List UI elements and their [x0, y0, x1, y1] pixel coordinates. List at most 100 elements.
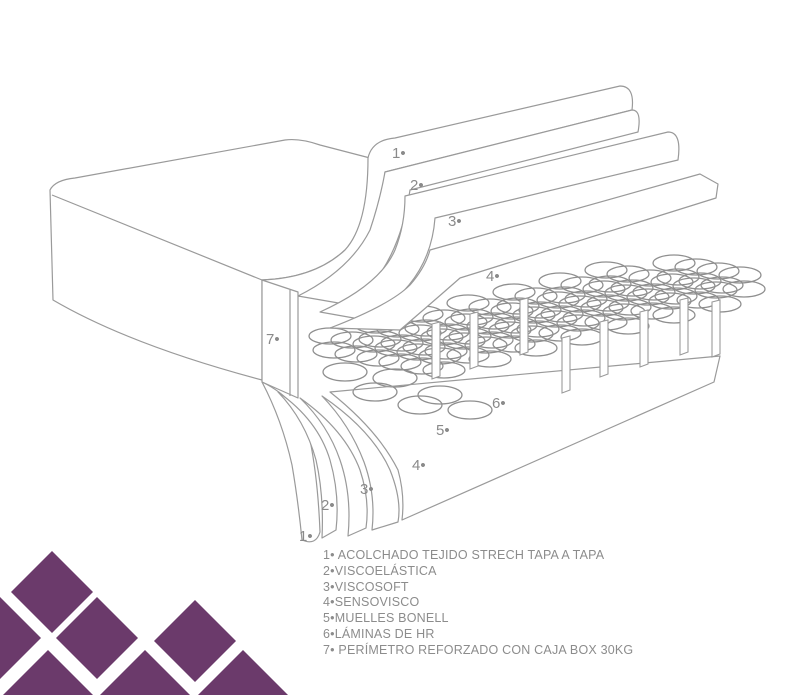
- spring-coil: [397, 395, 443, 415]
- legend-item-3: 3•VISCOSOFT: [323, 579, 409, 594]
- spring-coil: [398, 324, 442, 342]
- hr-slat: [679, 297, 689, 356]
- front-layer-4-side-shape: [321, 395, 400, 531]
- spring-coil: [652, 306, 696, 324]
- spring-coil: [648, 292, 692, 310]
- callout-3-top: 3•: [448, 213, 462, 230]
- hr-slat: [599, 319, 609, 378]
- layer-4-top-shape: [329, 173, 719, 331]
- spring-coil: [400, 357, 444, 375]
- spring-coil: [672, 277, 716, 295]
- spring-coil: [372, 368, 418, 388]
- diamond-shape: [100, 650, 190, 695]
- spring-coil: [466, 317, 510, 335]
- spring-coil: [534, 310, 578, 328]
- callout-1-bottom: 1•: [299, 528, 313, 545]
- callout-4-bottom: 4•: [412, 457, 426, 474]
- front-layer-4-shape: [329, 355, 721, 521]
- spring-coil: [514, 339, 558, 357]
- spring-coil: [510, 325, 554, 343]
- callout-2-bottom: 2•: [321, 497, 335, 514]
- spring-coil: [422, 309, 466, 327]
- hr-slat: [561, 335, 571, 394]
- mattress-outline: [49, 85, 721, 543]
- spring-coil: [514, 287, 558, 305]
- spring-coil: [447, 400, 493, 420]
- hr-slat: [639, 309, 649, 368]
- spring-coil: [312, 341, 356, 359]
- spring-coil: [722, 280, 766, 298]
- diamond-shape: [198, 650, 288, 695]
- spring-coil: [352, 335, 396, 353]
- spring-coil: [694, 281, 738, 299]
- legend-item-1: 1• ACOLCHADO TEJIDO STRECH TAPA A TAPA: [323, 548, 605, 562]
- callout-labels: 1• 2• 3• 4• 6• 5• 4• 3• 2• 1• 7•: [266, 145, 506, 545]
- spring-coil: [538, 272, 582, 290]
- decorative-diamonds: [0, 551, 288, 695]
- spring-coil: [492, 283, 536, 301]
- spring-coil: [606, 265, 650, 283]
- spring-coil: [468, 350, 512, 368]
- diamond-shape: [11, 551, 93, 633]
- front-layer-2-shape: [277, 391, 338, 539]
- spring-coil: [444, 313, 488, 331]
- legend-item-6: 6•LÁMINAS DE HR: [323, 626, 435, 641]
- spring-coil: [604, 284, 648, 302]
- spring-coil: [652, 254, 696, 272]
- spring-coil: [468, 298, 512, 316]
- spring-coil: [330, 331, 374, 349]
- spring-coil: [356, 349, 400, 367]
- legend-item-7: 7• PERÍMETRO REFORZADO CON CAJA BOX 30KG: [323, 642, 634, 657]
- box-edge-shape: [261, 279, 299, 399]
- legend-list: 1• ACOLCHADO TEJIDO STRECH TAPA A TAPA 2…: [323, 548, 633, 659]
- spring-coil: [488, 321, 532, 339]
- callout-3-bottom: 3•: [360, 481, 374, 498]
- spring-coil: [417, 385, 463, 405]
- callout-2-top: 2•: [410, 177, 424, 194]
- hr-slat: [469, 311, 479, 370]
- hr-slat: [431, 321, 441, 380]
- spring-coil: [560, 276, 604, 294]
- legend-item-2: 2•VISCOELÁSTICA: [323, 563, 437, 578]
- spring-coil: [464, 336, 508, 354]
- spring-coil: [446, 294, 490, 312]
- spring-coil: [626, 288, 670, 306]
- spring-coil: [650, 273, 694, 291]
- spring-coil: [630, 302, 674, 320]
- spring-coil: [442, 332, 486, 350]
- spring-coil: [490, 302, 534, 320]
- spring-coil: [378, 353, 422, 371]
- spring-coil: [322, 362, 368, 382]
- hr-slats: [431, 297, 721, 394]
- spring-coil: [628, 269, 672, 287]
- diamond-shape: [3, 650, 93, 695]
- spring-coil: [352, 382, 398, 402]
- callout-4-top: 4•: [486, 268, 500, 285]
- spring-coil: [696, 262, 740, 280]
- spring-coil: [580, 299, 624, 317]
- callout-5: 5•: [436, 422, 450, 439]
- legend-item-5: 5•MUELLES BONELL: [323, 611, 449, 626]
- diamond-shape: [56, 597, 138, 679]
- front-layer-3-shape: [299, 397, 368, 537]
- spring-coil: [718, 266, 762, 284]
- callout-7: 7•: [266, 331, 280, 348]
- callout-1-top: 1•: [392, 145, 406, 162]
- diamond-shape: [0, 597, 41, 679]
- spring-coil: [538, 324, 582, 342]
- spring-coil: [674, 258, 718, 276]
- spring-coil: [446, 346, 490, 364]
- callout-6: 6•: [492, 395, 506, 412]
- spring-coil: [374, 339, 418, 357]
- spring-coil: [536, 291, 580, 309]
- spring-coil: [512, 306, 556, 324]
- spring-coil: [558, 295, 602, 313]
- spring-coil: [492, 335, 536, 353]
- hr-slat: [519, 297, 529, 356]
- hr-slat: [711, 299, 721, 358]
- legend-item-4: 4•SENSOVISCO: [323, 595, 420, 610]
- spring-coil: [422, 361, 466, 379]
- mattress-edge-line: [51, 194, 263, 281]
- spring-coil: [334, 345, 378, 363]
